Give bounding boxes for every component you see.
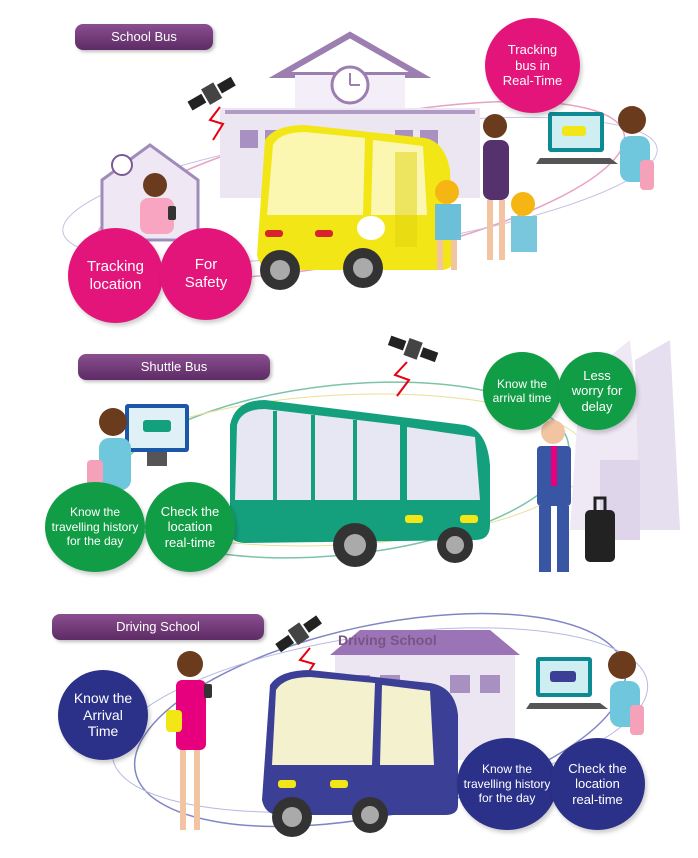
scene-driving-school: Driving School Driving School: [0, 590, 698, 858]
bubble-check-location: Check the location real-time: [145, 482, 235, 572]
driving-school-sign: Driving School: [338, 632, 437, 648]
operator-with-monitor: [87, 404, 189, 492]
bubble-travelling-history: Know the travelling history for the day: [45, 482, 145, 572]
bubble-text: Check the location real-time: [568, 760, 627, 807]
shuttle-bus-vehicle: [230, 400, 490, 567]
bubble-know-arrival-time: Know the Arrival Time: [58, 670, 148, 760]
bubble-text: Know the arrival time: [492, 376, 552, 405]
house-with-phone-user: [100, 143, 200, 242]
bubble-for-safety: For Safety: [160, 228, 252, 320]
bubble-text: Know the Arrival Time: [73, 689, 133, 740]
bubble-check-location: Check the location real-time: [550, 738, 645, 830]
bubble-text: Know the travelling history for the day: [463, 762, 551, 806]
bubble-know-arrival-time: Know the arrival time: [483, 352, 561, 430]
bubble-tracking-realtime: Tracking bus in Real-Time: [485, 18, 580, 113]
scene-school-bus: School Bus: [0, 0, 698, 330]
businessman-with-suitcase: [537, 420, 615, 572]
bubble-text: Check the location real-time: [160, 503, 220, 550]
bubble-text: Know the travelling history for the day: [51, 505, 139, 549]
bubble-text: Less worry for delay: [571, 367, 623, 414]
scene-label-shuttle-bus: Shuttle Bus: [78, 354, 270, 380]
bubble-less-worry: Less worry for delay: [558, 352, 636, 430]
satellite-icon: [275, 615, 322, 683]
bubble-travelling-history: Know the travelling history for the day: [457, 738, 557, 830]
bubble-tracking-location: Tracking location: [68, 228, 163, 323]
mother-with-children: [435, 114, 537, 270]
satellite-icon: [187, 76, 236, 141]
bubble-text: For Safety: [184, 256, 228, 291]
school-bus-vehicle: [257, 125, 453, 290]
satellite-icon: [387, 335, 439, 397]
woman-with-smartphone: [166, 651, 212, 830]
bubble-text: Tracking location: [87, 257, 144, 293]
scene-shuttle-bus: Shuttle Bus: [0, 330, 698, 590]
driving-school-bus-vehicle: [262, 670, 458, 837]
operator-with-laptop: [526, 651, 644, 735]
operator-with-laptop: [536, 106, 654, 190]
bubble-text: Tracking bus in Real-Time: [502, 42, 563, 89]
scene-label-driving-school: Driving School: [52, 614, 264, 640]
scene-label-school-bus: School Bus: [75, 24, 213, 50]
